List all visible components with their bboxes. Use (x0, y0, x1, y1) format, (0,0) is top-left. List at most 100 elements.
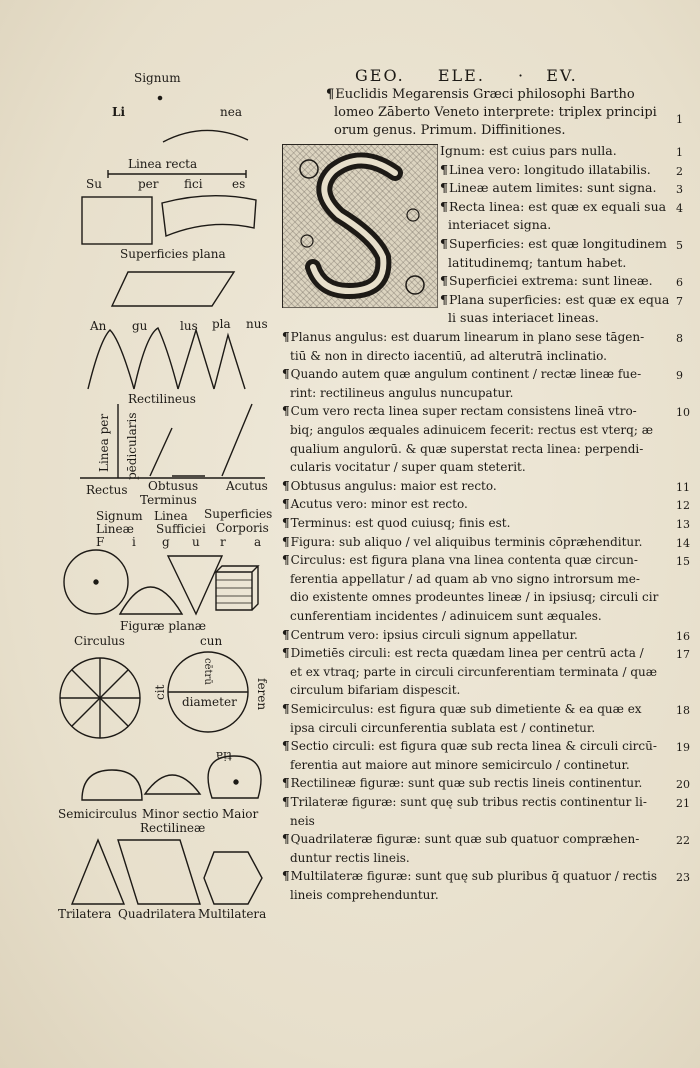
label-multilatera: Multilatera (198, 907, 267, 921)
definition-line: lineis comprehenduntur. (290, 889, 682, 901)
definition-line: rint: rectilineus angulus nuncupatur. (290, 387, 682, 399)
definition-number: 17 (676, 648, 690, 662)
definition-text: Cum vero recta linea super rectam consis… (290, 404, 637, 419)
definition-number: 11 (676, 480, 690, 494)
definition-text: cunferentiam incidentes / adinuicem sunt… (290, 609, 602, 623)
definition-number: 15 (676, 555, 690, 569)
definition-line: ¶Recta linea: est quæ ex equali sua (440, 200, 668, 214)
paragraph-mark-icon: ¶ (440, 236, 448, 251)
definition-text: Terminus: est quod cuiusq; finis est. (290, 516, 511, 530)
label-pendicularis: pēdicularis (125, 412, 139, 480)
definition-number: 23 (676, 871, 690, 885)
paragraph-mark-icon: ¶ (282, 646, 290, 661)
definition-line: ¶Semicirculus: est figura quæ sub dimeti… (282, 703, 674, 715)
label-figura-u: u (192, 535, 200, 549)
definition-number: 1 (676, 146, 683, 159)
hexagon-shape (203, 851, 263, 905)
definition-line: ¶Linea vero: longitudo illatabilis. (440, 161, 668, 177)
label-rectus: Rectus (86, 483, 128, 497)
label-figura-r: r (220, 535, 226, 549)
label-su: Su (86, 177, 102, 191)
definition-text: latitudinemq; tantum habet. (448, 254, 627, 270)
definition-line: ferentia aut maiore aut minore semicircu… (290, 759, 682, 771)
definition-number: 16 (676, 629, 690, 643)
definition-text: Ignum: est cuius pars nulla. (440, 143, 617, 158)
label-cun: cun (200, 634, 223, 648)
angle-curved-2 (133, 327, 179, 390)
label-superficies-plana: Superficies plana (120, 247, 226, 261)
label-es: es (232, 177, 246, 191)
definition-text: Lineæ autem limites: sunt signa. (448, 180, 657, 196)
label-row1-linea: Linea (154, 509, 188, 523)
definition-line: ¶Rectilineæ figuræ: sunt quæ sub rectis … (282, 777, 674, 789)
header-ele: ELE. (437, 66, 485, 85)
definition-line: ¶Trilateræ figuræ: sunt quę sub tribus r… (282, 796, 674, 808)
paragraph-mark-icon: ¶ (282, 702, 290, 716)
angle-straight-2 (213, 332, 246, 390)
label-figura-g: g (162, 535, 170, 549)
label-figura-f: F (96, 535, 105, 549)
label-row2-lineae: Lineæ (96, 522, 134, 536)
label-row2-sufficiei: Sufficiei (156, 522, 206, 536)
definition-text: duntur rectis lineis. (290, 850, 410, 865)
paragraph-mark-icon: ¶ (282, 795, 290, 809)
definition-line: biq; angulos æquales adinuicem fecerit: … (290, 424, 682, 436)
label-linea-nea: nea (220, 105, 242, 119)
definition-text: et ex vtraq; parte in circuli circunfere… (290, 664, 658, 679)
label-per: per (138, 177, 159, 191)
definition-line: et ex vtraq; parte in circuli circunfere… (290, 666, 682, 678)
header-dot: · (518, 66, 526, 85)
definition-text: Superficiei extrema: sunt lineæ. (448, 273, 653, 289)
label-rectilineae: Rectilineæ (140, 821, 206, 835)
superficies-rect (81, 196, 153, 245)
definition-line: cularis vocitatur / super quam steterit. (290, 461, 682, 473)
paragraph-mark-icon: ¶ (282, 553, 290, 568)
definition-line: ¶Superficies: est quæ longitudinem (440, 236, 668, 251)
label-row2-corporis: Corporis (216, 521, 269, 535)
definition-number: 13 (676, 518, 690, 531)
paragraph-mark-icon: ¶ (282, 404, 290, 419)
definition-number: 21 (676, 797, 690, 810)
label-circulus: Circulus (74, 634, 125, 648)
definition-text: Centrum vero: ipsius circuli signum appe… (290, 627, 578, 642)
definition-number: 8 (676, 332, 683, 345)
definition-line: neis (290, 815, 682, 827)
angle-straight-1 (177, 327, 215, 390)
paragraph-mark-icon: ¶ (282, 516, 290, 530)
definition-line: ¶Multilateræ figuræ: sunt quę sub plurib… (282, 870, 674, 882)
label-quadrilatera: Quadrilatera (118, 907, 196, 921)
paragraph-mark-icon: ¶ (326, 87, 335, 102)
initial-s-icon (283, 145, 439, 309)
definition-text: Superficies: est quæ longitudinem (448, 236, 667, 251)
definition-line: ¶Planus angulus: est duarum linearum in … (282, 331, 674, 343)
label-minor-sectio: Minor sectio (142, 807, 219, 821)
definition-number: 19 (676, 741, 690, 755)
definition-line: qualium angulorū. & quæ superstat recta … (290, 443, 682, 455)
label-maior: Maior (222, 807, 259, 821)
header-ev: EV. (546, 66, 578, 85)
definition-text: Semicirculus: est figura quæ sub dimetie… (290, 702, 642, 716)
obtuse-line (149, 427, 173, 477)
paragraph-mark-icon: ¶ (282, 869, 290, 884)
definition-number: 5 (676, 239, 683, 252)
paragraph-mark-icon: ¶ (440, 180, 448, 196)
definition-text: Linea vero: longitudo illatabilis. (448, 161, 651, 177)
label-gu: gu (132, 319, 148, 333)
triangle-shape (70, 838, 126, 905)
definition-number: 3 (676, 183, 683, 197)
curved-line (162, 129, 249, 143)
definition-text: Sectio circuli: est figura quæ sub recta… (290, 739, 657, 754)
definition-line: ipsa circuli circunferentia sublata est … (290, 722, 682, 734)
definition-text: ipsa circuli circunferentia sublata est … (290, 720, 596, 735)
triangle-figure (166, 555, 224, 616)
definition-line: ¶Acutus vero: minor est recto. (282, 498, 674, 510)
definition-text: tiū & non in directo iacentiū, ad alteru… (290, 348, 607, 363)
paragraph-mark-icon: ¶ (440, 273, 448, 289)
definition-text: rint: rectilineus angulus nuncupatur. (290, 385, 514, 400)
label-centrum: cētrū (202, 658, 213, 685)
cube-figure (214, 565, 260, 611)
paragraph-mark-icon: ¶ (440, 291, 448, 307)
plane-parallelogram (110, 271, 236, 307)
label-linea-per: Linea per (97, 413, 111, 472)
definition-number: 6 (676, 276, 683, 290)
